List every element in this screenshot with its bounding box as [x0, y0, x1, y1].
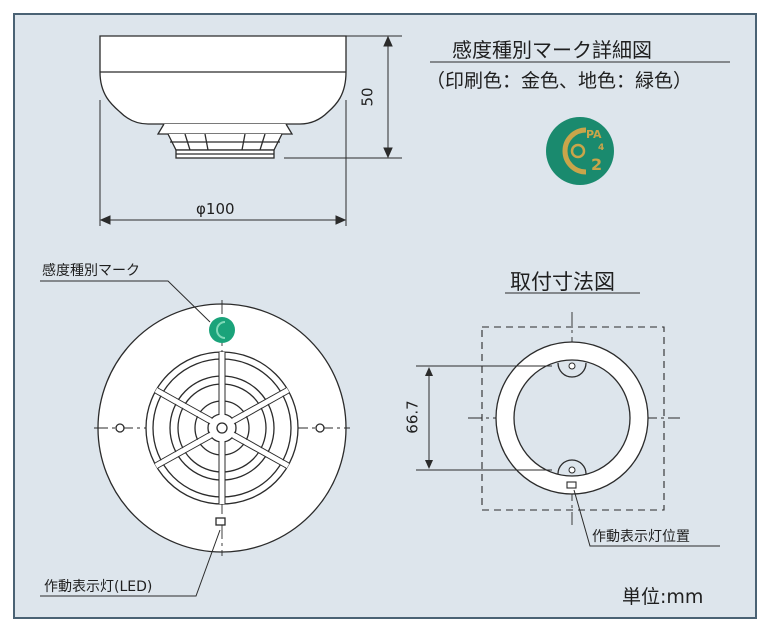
- led-label: 作動表示灯(LED): [44, 579, 153, 595]
- mark-detail-badge: [546, 117, 614, 185]
- badge-digit-small: 4: [598, 143, 605, 153]
- side-dimensions: [99, 35, 402, 226]
- top-sensitivity-mark: [209, 317, 235, 343]
- top-grille-rib-edges: [154, 352, 290, 504]
- mount-title: 取付寸法図: [510, 270, 615, 294]
- badge-digit-large: 2: [591, 155, 603, 174]
- height-dimension: 50: [358, 87, 377, 107]
- led-position-label: 作動表示灯位置: [592, 529, 690, 545]
- side-view: [99, 35, 347, 159]
- diameter-dimension: φ100: [196, 200, 235, 218]
- mark-detail-subtitle: （印刷色：金色、地色：緑色）: [426, 70, 693, 92]
- sensitivity-mark-label: 感度種別マーク: [42, 263, 140, 279]
- mount-ring-inner: [513, 359, 631, 477]
- top-grille-ribs: [154, 352, 290, 504]
- side-guard: [156, 123, 294, 135]
- top-leaders: [40, 280, 221, 597]
- badge-letters-top: PA: [586, 128, 602, 141]
- mount-view: [416, 312, 720, 547]
- side-body: [99, 35, 347, 125]
- mount-led: [566, 481, 577, 489]
- mark-detail-title: 感度種別マーク詳細図: [452, 38, 652, 62]
- pitch-dimension: 66.7: [403, 400, 422, 434]
- top-led: [215, 517, 226, 526]
- unit-label: 単位:mm: [622, 586, 704, 608]
- top-view: [94, 300, 350, 556]
